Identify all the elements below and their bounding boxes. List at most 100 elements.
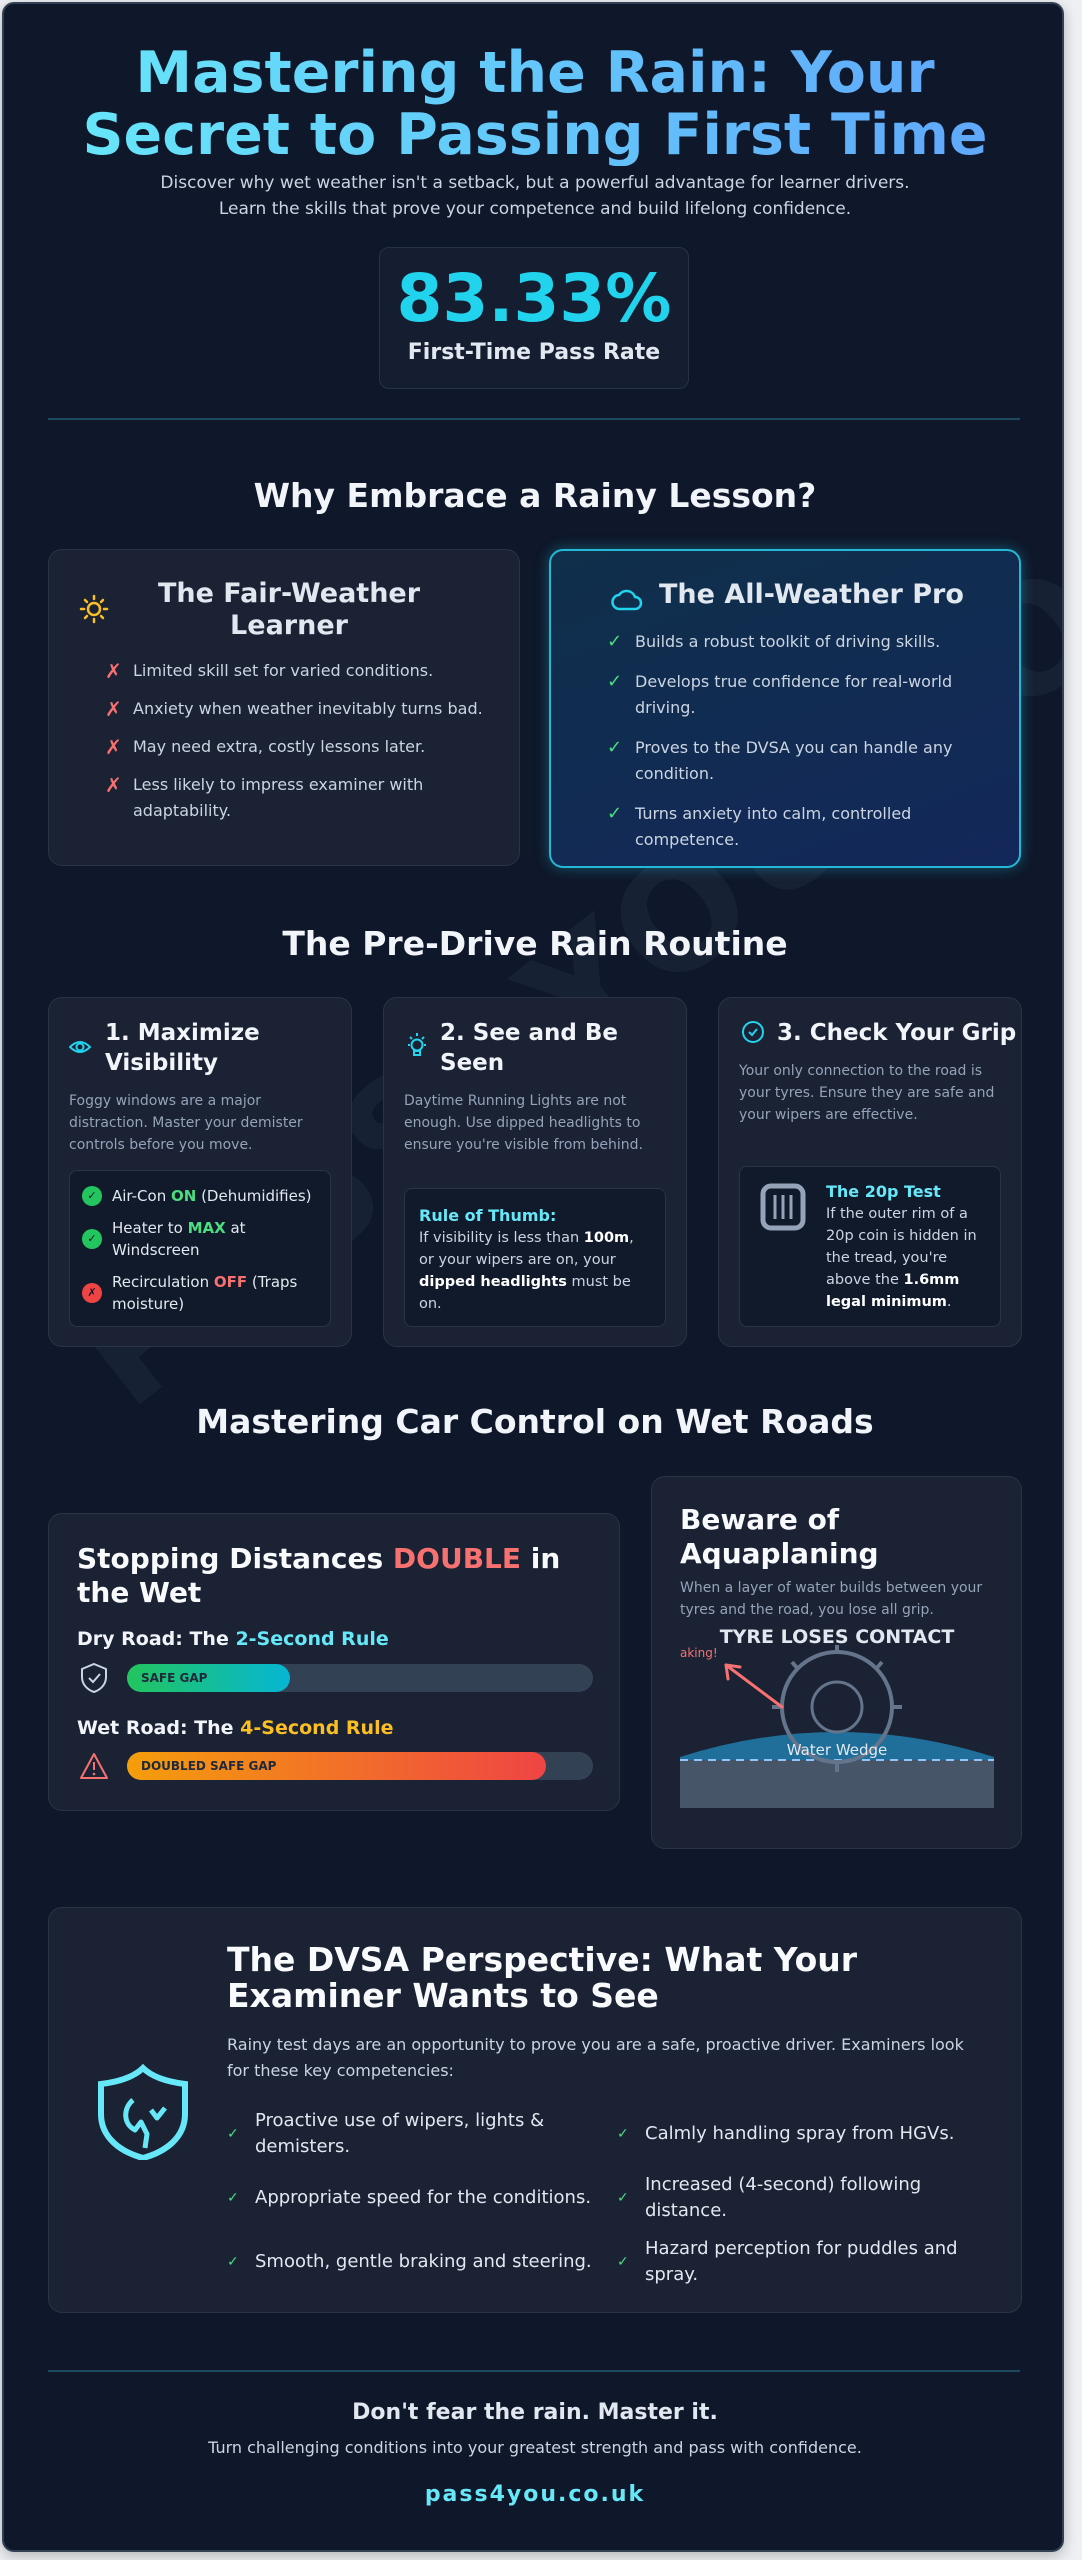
item-text: May need extra, costly lessons later. <box>133 737 426 756</box>
tip-text: The 20p Test If the outer rim of a 20p c… <box>826 1181 986 1313</box>
water-wedge-label: Water Wedge <box>787 1741 888 1759</box>
check-icon: ✓ <box>227 2254 239 2270</box>
list-item: ✓ Builds a robust toolkit of driving skil… <box>607 629 987 655</box>
competency-list: ✓Proactive use of wipers, lights & demis… <box>227 2102 987 2294</box>
dry-gap-bar: SAFE GAP <box>127 1664 593 1692</box>
divider <box>48 418 1020 420</box>
water-wedge-shape <box>680 1732 994 1761</box>
wet-gap-fill: DOUBLED SAFE GAP <box>127 1752 547 1780</box>
pass-rate-label: First-Time Pass Rate <box>407 340 661 365</box>
item-text: Proves to the DVSA you can handle any co… <box>635 738 953 783</box>
page-title: Mastering the Rain: Your Secret to Passi… <box>44 42 1026 166</box>
pass-rate-value: 83.33% <box>396 260 672 337</box>
dvsa-card: The DVSA Perspective: What Your Examiner… <box>48 1907 1022 2313</box>
list-item: ✓Develops true confidence for real-world… <box>607 669 987 721</box>
item-text: Develops true confidence for real-world … <box>635 672 953 717</box>
routine-card-visibility: 1. Maximize Visibility Foggy windows are… <box>48 997 352 1347</box>
routine-desc: Daytime Running Lights are not enough. U… <box>404 1093 643 1153</box>
list-item: ✗ May need extra, costly lessons later. <box>105 734 495 760</box>
pass-rate-stat: 83.33% First-Time Pass Rate <box>379 247 689 389</box>
cross-icon: ✗ <box>105 659 122 683</box>
cross-icon: ✗ <box>105 735 122 759</box>
demister-checklist: ✓ Air-Con ON (Dehumidifies) ✓ Heater to MA… <box>69 1170 331 1327</box>
spray-arrow <box>724 1663 784 1709</box>
checklist-item: ✓ Heater to MAX at Windscreen <box>82 1217 318 1261</box>
check-icon: ✓ <box>227 2126 239 2142</box>
fair-weather-title: The Fair-Weather Learner <box>157 578 421 641</box>
dvsa-title: The DVSA Perspective: What Your Examiner… <box>227 1940 858 2015</box>
diagram-title: TYRE LOSES CONTACT <box>720 1627 955 1648</box>
all-weather-title: The All-Weather Pro <box>659 579 964 610</box>
check-icon: ✓ <box>617 2190 629 2206</box>
list-item: ✓ Turns anxiety into calm, controlled com… <box>607 801 987 853</box>
check-circle-icon <box>742 1021 764 1043</box>
check-icon: ✓ <box>617 2126 629 2142</box>
aquaplaning-card: Beware of Aquaplaning When a layer of wa… <box>651 1476 1022 1849</box>
item-text: Turns anxiety into calm, controlled comp… <box>635 804 912 849</box>
item-text: Builds a robust toolkit of driving skill… <box>635 632 941 651</box>
aquaplaning-diagram: TYRE LOSES CONTACT aking! Water Wedge <box>680 1627 994 1808</box>
routine-title: 3. Check Your Grip <box>777 1020 1017 1046</box>
control-heading: Mastering Car Control on Wet Roads <box>196 1402 874 1441</box>
routine-heading: The Pre-Drive Rain Routine <box>282 924 788 963</box>
routine-card-grip: 3. Check Your Grip Your only connection … <box>718 997 1022 1347</box>
list-item: ✓ Proves to the DVSA you can handle any c… <box>607 735 987 787</box>
routine-title: 2. See and Be Seen <box>440 1020 619 1076</box>
routine-title: 1. Maximize Visibility <box>105 1020 260 1076</box>
stopping-title: Stopping Distances DOUBLE in the Wet <box>77 1542 561 1609</box>
item-text: Anxiety when weather inevitably turns ba… <box>133 699 483 718</box>
check-icon: ✓ <box>607 737 623 758</box>
dry-gap-fill: SAFE GAP <box>127 1664 291 1692</box>
shield-check-icon <box>81 1662 107 1694</box>
tyre-tread-icon <box>760 1183 806 1231</box>
competency-item: ✓Appropriate speed for the conditions. <box>227 2185 617 2211</box>
competency-item: ✓Calmly handling spray from HGVs. <box>617 2121 987 2147</box>
divider <box>48 2370 1020 2372</box>
aquaplaning-title: Beware of Aquaplaning <box>680 1503 879 1570</box>
check-icon: ✓ <box>607 631 623 652</box>
item-text: Limited skill set for varied conditions. <box>133 661 434 680</box>
rule-of-thumb-box: Rule of Thumb: If visibility is less tha… <box>404 1188 666 1327</box>
list-item: ✗ Anxiety when weather inevitably turns b… <box>105 696 495 722</box>
aquaplaning-desc: When a layer of water builds between you… <box>680 1580 983 1618</box>
cross-icon: ✗ <box>105 697 122 721</box>
sun-icon <box>79 594 109 624</box>
cloud-icon <box>611 589 643 611</box>
shield-storm-icon <box>98 2064 188 2160</box>
dvsa-desc: Rainy test days are an opportunity to pr… <box>227 2035 964 2080</box>
routine-desc: Foggy windows are a major distraction. M… <box>69 1093 303 1153</box>
item-text: Heater to MAX at Windscreen <box>112 1219 246 1259</box>
list-item: ✗ Limited skill set for varied conditions… <box>105 658 495 684</box>
routine-card-lights: 2. See and Be Seen Daytime Running Light… <box>383 997 687 1347</box>
competency-item: ✓Smooth, gentle braking and steering. <box>227 2249 617 2275</box>
all-weather-card: The All-Weather Pro ✓ Builds a robust too… <box>549 549 1021 868</box>
why-heading: Why Embrace a Rainy Lesson? <box>253 476 817 515</box>
list-item: ✗Less likely to impress examiner with ad… <box>105 772 495 824</box>
checklist-item: ✗ Recirculation OFF (Traps moisture) <box>82 1271 318 1315</box>
check-icon: ✓ <box>617 2254 629 2270</box>
routine-desc: Your only connection to the road is your… <box>739 1063 995 1123</box>
infographic: PASS4YOU.CO.UK Mastering the Rain: Your … <box>2 2 1064 2552</box>
check-icon: ✓ <box>82 1229 102 1249</box>
warning-text: aking! <box>680 1646 718 1660</box>
website-link[interactable]: pass4you.co.uk <box>424 2482 646 2507</box>
page-subtitle: Discover why wet weather isn't a setback… <box>64 170 1006 222</box>
tip-text: If visibility is less than 100m, or your… <box>419 1230 634 1312</box>
lightbulb-icon <box>408 1033 426 1056</box>
check-icon: ✓ <box>82 1186 102 1206</box>
wet-road-label: Wet Road: The 4-Second Rule <box>77 1717 394 1739</box>
subtitle-line: Discover why wet weather isn't a setback… <box>160 173 910 193</box>
20p-test-box: The 20p Test If the outer rim of a 20p c… <box>739 1166 1001 1327</box>
competency-item: ✓Proactive use of wipers, lights & demis… <box>227 2110 545 2157</box>
footer-subtitle: Turn challenging conditions into your gr… <box>208 2438 862 2457</box>
eye-icon <box>69 1041 91 1053</box>
item-text: Recirculation OFF (Traps moisture) <box>112 1273 298 1313</box>
cross-icon: ✗ <box>82 1283 102 1303</box>
item-text: Air-Con ON (Dehumidifies) <box>112 1187 312 1205</box>
check-icon: ✓ <box>607 803 623 824</box>
tip-title: The 20p Test <box>826 1182 941 1201</box>
fair-weather-card: The Fair-Weather Learner ✗ Limited skill … <box>48 549 520 866</box>
subtitle-line: Learn the skills that prove your compete… <box>218 199 852 219</box>
wet-gap-bar: DOUBLED SAFE GAP <box>127 1752 593 1780</box>
warning-icon <box>80 1753 108 1779</box>
